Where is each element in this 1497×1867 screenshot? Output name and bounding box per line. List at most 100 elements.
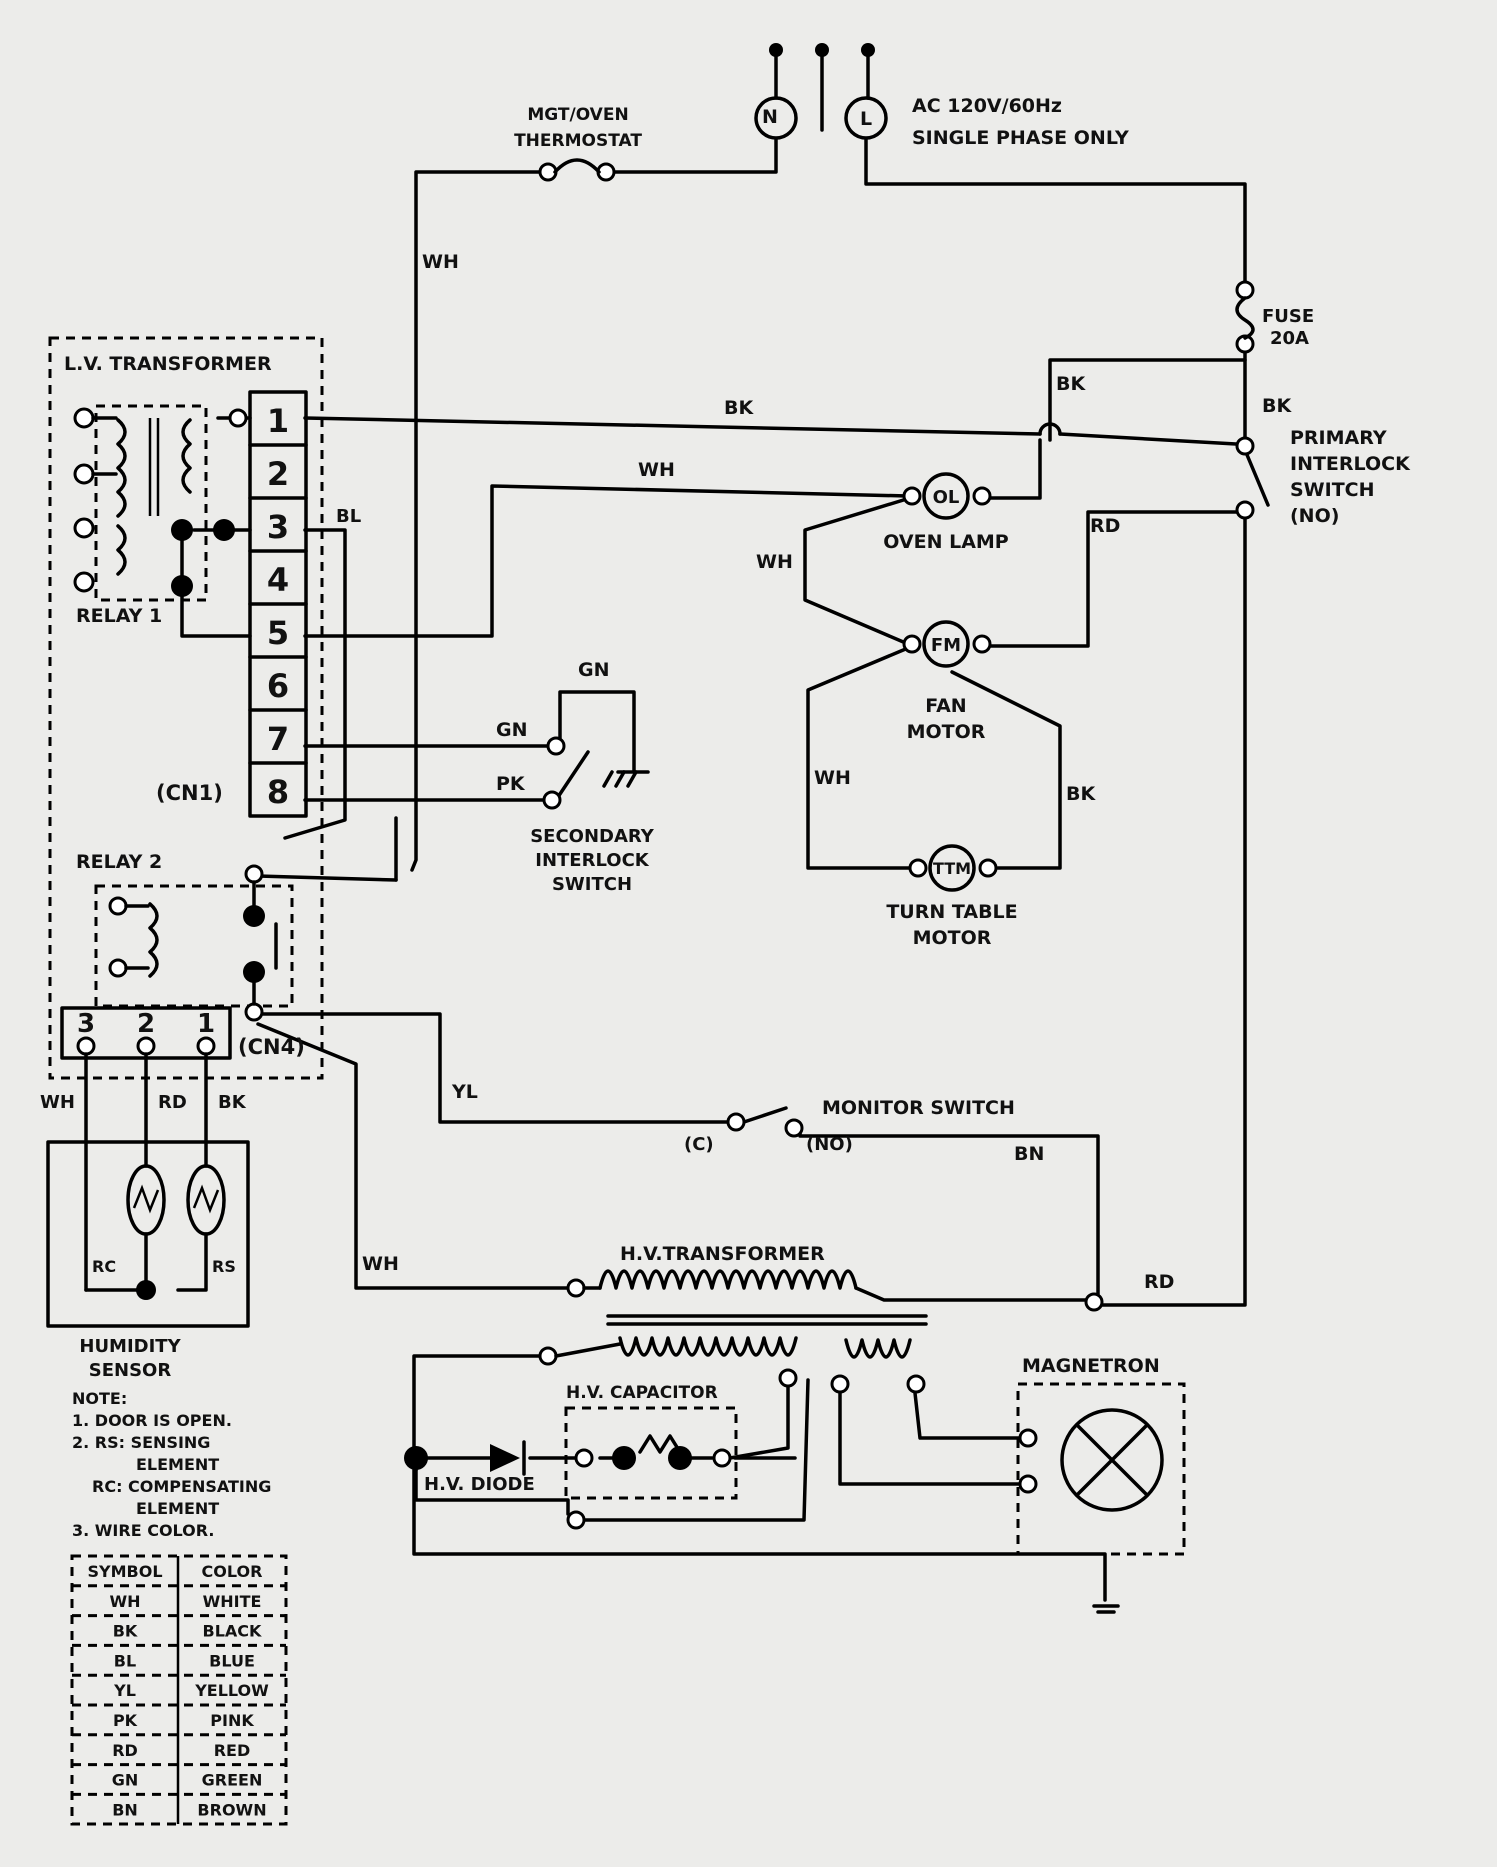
cn4-pin-1: 1 (197, 1009, 215, 1039)
primary-switch-label-4: (NO) (1290, 505, 1339, 527)
sensor-wire-wh: WH (40, 1092, 75, 1113)
cn1-pin-5: 5 (267, 614, 289, 652)
cn4-pin-3: 3 (77, 1009, 95, 1039)
humidity-sensor (46, 1052, 250, 1328)
neutral-terminal-icon (754, 96, 798, 140)
fuse-label-1: FUSE (1262, 306, 1314, 327)
wire-tag-yl: YL (451, 1081, 478, 1103)
labels: N L AC 120V/60Hz SINGLE PHASE ONLY MGT/O… (40, 95, 1411, 1819)
secondary-switch-label-1: SECONDARY (530, 826, 655, 847)
relay-2-outline (94, 884, 294, 1008)
hv-diode-icon (490, 1444, 520, 1472)
relay-2-label: RELAY 2 (76, 851, 162, 873)
hv-diode-label: H.V. DIODE (424, 1474, 535, 1495)
monitor-switch-no: (NO) (806, 1134, 853, 1155)
table-cell-symbol: BL (114, 1651, 136, 1670)
wire-tag-bk-right: BK (1262, 395, 1292, 417)
monitor-switch-c: (C) (684, 1134, 714, 1155)
table-cell-symbol: BK (113, 1622, 138, 1641)
filament-winding (844, 1338, 912, 1359)
sensor-wire-bk: BK (218, 1092, 247, 1113)
table-header-color: COLOR (202, 1562, 263, 1581)
turntable-motor-icon (928, 844, 976, 892)
secondary-switch-label-2: INTERLOCK (535, 850, 650, 871)
fan-motor-label-2: MOTOR (907, 721, 986, 743)
motor-components (902, 472, 998, 892)
rc-element-icon (126, 1164, 166, 1236)
cn1-pin-1: 1 (267, 402, 289, 440)
magnetron-label: MAGNETRON (1022, 1355, 1160, 1377)
note-item-2d: ELEMENT (136, 1499, 219, 1518)
oven-lamp-label: OVEN LAMP (883, 531, 1009, 553)
fuse-label-2: 20A (1270, 328, 1309, 349)
wire-tag-wh-lamp-left: WH (756, 551, 793, 573)
wire-tag-wh-left: WH (422, 251, 459, 273)
thermostat-icon (553, 158, 601, 174)
wire-tag-wh-lamp: WH (638, 459, 675, 481)
hv-secondary-winding (618, 1336, 798, 1357)
table-cell-color: PINK (210, 1711, 254, 1730)
magnetron-icon (1060, 1408, 1164, 1512)
relay-1-label: RELAY 1 (76, 605, 162, 627)
cn1-pin-6: 6 (267, 667, 289, 705)
wires (256, 48, 1270, 1614)
sensor-rs-label: RS (212, 1257, 236, 1276)
wire-tag-wh-bottom: WH (362, 1253, 399, 1275)
wire-tag-bk-top: BK (724, 397, 754, 419)
hv-capacitor-outline (564, 1406, 738, 1500)
table-cell-symbol: YL (113, 1681, 136, 1700)
line-symbol: L (860, 108, 872, 130)
cn1-pin-7: 7 (267, 720, 289, 758)
oven-lamp-symbol: OL (933, 487, 960, 508)
primary-switch-label-2: INTERLOCK (1290, 453, 1411, 475)
table-cell-color: YELLOW (194, 1681, 269, 1700)
sensor-rc-label: RC (92, 1257, 116, 1276)
turntable-motor-label-2: MOTOR (913, 927, 992, 949)
control-board-outline (48, 336, 324, 1080)
hv-section (404, 1269, 1186, 1556)
cn1-label: (CN1) (156, 781, 223, 805)
hv-transformer-label: H.V.TRANSFORMER (620, 1243, 825, 1265)
wire-tag-gn-top: GN (578, 659, 610, 681)
wire-tag-gn: GN (496, 719, 528, 741)
hv-primary-winding (598, 1269, 858, 1290)
switches (542, 736, 804, 1138)
lv-transformer-outline (94, 404, 208, 602)
wire-tag-wh-fan: WH (814, 767, 851, 789)
wire-color-table (70, 1554, 288, 1826)
wire-tag-rd-bottom: RD (1144, 1271, 1174, 1293)
monitor-switch-label: MONITOR SWITCH (822, 1097, 1015, 1119)
wire-tag-bk-fuse: BK (1056, 373, 1086, 395)
wire-tag-rd-lamp: RD (1090, 515, 1120, 537)
fan-motor-icon (922, 620, 970, 668)
table-cell-symbol: BN (112, 1800, 138, 1819)
sensor-wire-rd: RD (158, 1092, 187, 1113)
humidity-sensor-label-1: HUMIDITY (79, 1336, 181, 1357)
magnetron-outline (1016, 1382, 1186, 1556)
primary-switch-label-1: PRIMARY (1290, 427, 1387, 449)
secondary-switch-label-3: SWITCH (552, 874, 632, 895)
cn4-label: (CN4) (238, 1035, 305, 1059)
wire-tag-bk-fan: BK (1066, 783, 1096, 805)
cn1-pin-3: 3 (267, 508, 289, 546)
rs-element-icon (186, 1164, 226, 1236)
neutral-symbol: N (762, 106, 778, 128)
table-cell-symbol: RD (112, 1741, 138, 1760)
table-cell-color: BLACK (203, 1622, 263, 1641)
supply-components (538, 43, 1255, 520)
lv-transformer-block (48, 336, 324, 1080)
supply-voltage-label: AC 120V/60Hz (912, 95, 1062, 117)
thermostat-label-2: THERMOSTAT (514, 131, 642, 151)
wire-tag-pk: PK (496, 773, 526, 795)
cn1-pin-4: 4 (267, 561, 289, 599)
humidity-sensor-box (46, 1140, 250, 1328)
table-cell-color: RED (214, 1741, 251, 1760)
note-item-2c: RC: COMPENSATING (92, 1477, 271, 1496)
line-terminal-icon (844, 96, 888, 140)
note-item-2a: 2. RS: SENSING (72, 1433, 210, 1452)
note-title: NOTE: (72, 1389, 127, 1408)
wire-tag-bn: BN (1014, 1143, 1044, 1165)
wire-tag-bl: BL (336, 506, 361, 527)
note-item-1: 1. DOOR IS OPEN. (72, 1411, 232, 1430)
